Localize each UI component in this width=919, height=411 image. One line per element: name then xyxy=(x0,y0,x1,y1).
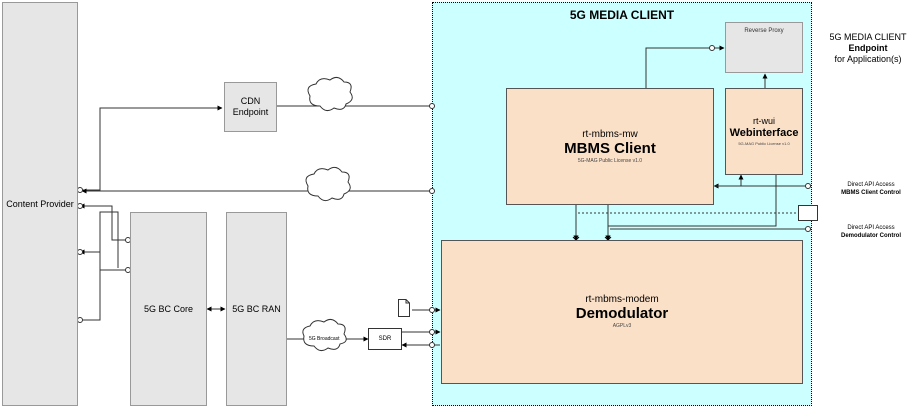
sdr-label: SDR xyxy=(378,336,392,342)
endpoint-line2: Endpoint xyxy=(848,43,888,53)
cdn-endpoint: CDN Endpoint xyxy=(224,82,277,132)
broadcast-cloud-label: 5G Broadcast xyxy=(309,336,340,342)
api-demod-label: Direct API Access Demodulator Control xyxy=(826,224,916,240)
mbms-title: MBMS Client xyxy=(564,139,656,157)
demod-license: AGPLv3 xyxy=(612,323,632,329)
reverse-proxy: Reverse Proxy xyxy=(725,22,803,73)
bc-core: 5G BC Core xyxy=(130,212,207,406)
reverse-proxy-label: Reverse Proxy xyxy=(744,28,784,34)
cdn-line1: CDN xyxy=(240,96,261,106)
api-mbms-label: Direct API Access MBMS Client Control xyxy=(826,181,916,197)
endpoint-line3: for Application(s) xyxy=(834,54,902,64)
mbms-client: rt-mbms-mw MBMS Client 5G-MAG Public Lic… xyxy=(506,88,714,205)
cdn-line2: Endpoint xyxy=(232,107,269,117)
api-mbms-line1: Direct API Access xyxy=(847,182,895,188)
api-small-box xyxy=(798,205,818,221)
api-demod-line1: Direct API Access xyxy=(847,225,895,231)
endpoint-label: 5G MEDIA CLIENT Endpoint for Application… xyxy=(818,32,918,65)
wui-title: Webinterface xyxy=(729,127,799,139)
demodulator: rt-mbms-modem Demodulator AGPLv3 xyxy=(441,240,803,384)
file-icon xyxy=(398,299,410,317)
wui-license: 5G-MAG Public License v1.0 xyxy=(738,141,790,146)
media-client-title: 5G MEDIA CLIENT xyxy=(569,8,675,22)
mbms-license: 5G-MAG Public License v1.0 xyxy=(577,157,643,164)
bc-ran-label: 5G BC RAN xyxy=(232,303,281,314)
content-provider-label: Content Provider xyxy=(6,198,74,209)
mbms-module: rt-mbms-mw xyxy=(582,128,638,140)
demod-module: rt-mbms-modem xyxy=(585,294,659,305)
api-demod-line2: Demodulator Control xyxy=(841,233,901,239)
cloud-cdn xyxy=(307,76,353,112)
api-mbms-line2: MBMS Client Control xyxy=(841,190,901,196)
bc-ran: 5G BC RAN xyxy=(226,212,287,406)
sdr-box: SDR xyxy=(368,328,402,350)
endpoint-line1: 5G MEDIA CLIENT xyxy=(829,32,907,42)
content-provider: Content Provider xyxy=(2,2,78,406)
bc-core-label: 5G BC Core xyxy=(143,303,194,314)
wui-module: rt-wui xyxy=(753,116,775,126)
demod-title: Demodulator xyxy=(575,305,669,322)
cloud-broadcast xyxy=(302,318,347,352)
webinterface: rt-wui Webinterface 5G-MAG Public Licens… xyxy=(725,88,803,175)
cloud-internet xyxy=(305,166,351,202)
